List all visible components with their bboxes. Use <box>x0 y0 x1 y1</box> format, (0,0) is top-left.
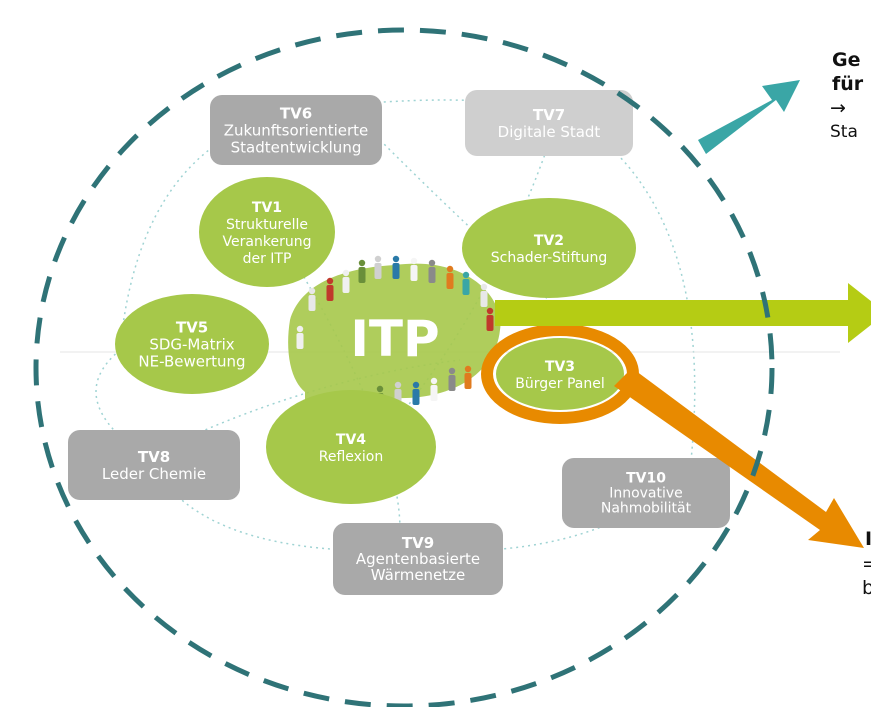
nodes: TV6ZukunftsorientierteStadtentwicklungTV… <box>68 90 730 595</box>
side-text-top-line1: Ge <box>832 49 861 71</box>
tv8-label-line: Leder Chemie <box>102 465 206 483</box>
tv1-bubble <box>199 177 335 287</box>
side-text-top-arrow: → <box>830 97 846 119</box>
tv5-label-line: SDG-Matrix <box>149 336 234 354</box>
tv10-box <box>562 458 730 528</box>
tv9-box <box>333 523 503 595</box>
people-icons <box>296 255 494 409</box>
tv3-code: TV3 <box>545 359 575 375</box>
tv1-label-line: Strukturelle <box>226 217 308 233</box>
person-icon <box>412 381 420 405</box>
tv2-label-line: Schader-Stiftung <box>491 250 608 266</box>
itp-label: ITP <box>350 310 439 368</box>
tv2-bubble <box>462 198 636 298</box>
person-icon <box>430 377 438 401</box>
tv5-code: TV5 <box>176 319 208 337</box>
tv10-label-line: Innovative <box>609 486 683 502</box>
tv5-bubble <box>115 294 269 394</box>
person-icon <box>296 325 304 349</box>
tv2-code: TV2 <box>534 233 564 249</box>
side-text-bottom-line3: b <box>862 577 871 599</box>
tv3-label-line: Bürger Panel <box>515 376 604 392</box>
tv8-code: TV8 <box>138 448 170 466</box>
tv4-bubble <box>266 390 436 504</box>
tv6-box <box>210 95 382 165</box>
tv6-code: TV6 <box>280 105 312 123</box>
tv7-code: TV7 <box>533 106 565 124</box>
tv9-label-line: Wärmenetze <box>371 566 466 584</box>
side-text-bottom-line2: = <box>862 553 871 575</box>
tv4-code: TV4 <box>336 432 366 448</box>
person-icon <box>326 277 334 301</box>
tv8-box <box>68 430 240 500</box>
itp-center: ITP <box>288 263 501 425</box>
boundary-dashed-ellipse <box>33 27 775 707</box>
teal-arrow <box>698 80 800 154</box>
person-icon <box>374 255 382 279</box>
person-icon <box>428 259 436 283</box>
person-icon <box>308 287 316 311</box>
tv5-label-line: NE-Bewertung <box>138 353 245 371</box>
tv1-label-line: Verankerung <box>223 234 312 250</box>
tv9-label-line: Agentenbasierte <box>356 550 480 568</box>
tv4-label-line: Reflexion <box>319 449 384 465</box>
tv9-code: TV9 <box>402 534 434 552</box>
tv6-label-line: Zukunftsorientierte <box>224 122 369 140</box>
tv1-label-line: der ITP <box>243 251 292 267</box>
person-icon <box>448 367 456 391</box>
person-icon <box>486 307 494 331</box>
orange-arrow <box>614 368 864 548</box>
person-icon <box>446 265 454 289</box>
person-icon <box>342 269 350 293</box>
person-icon <box>410 257 418 281</box>
tv3-bubble <box>496 338 624 410</box>
person-icon <box>392 255 400 279</box>
tv10-label-line: Nahmobilität <box>601 501 692 517</box>
tv7-label-line: Digitale Stadt <box>498 123 601 141</box>
tv10-code: TV10 <box>626 471 666 487</box>
side-text-top-line4: Sta <box>830 122 858 142</box>
person-icon <box>464 365 472 389</box>
person-icon <box>358 259 366 283</box>
side-text-bottom-line1: I <box>865 528 871 550</box>
side-text-top-line2: für <box>832 73 864 95</box>
tv7-box <box>465 90 633 156</box>
tv1-code: TV1 <box>252 200 282 216</box>
person-icon <box>462 271 470 295</box>
person-icon <box>480 283 488 307</box>
green-arrow <box>495 283 871 343</box>
tv6-label-line: Stadtentwicklung <box>231 139 362 157</box>
